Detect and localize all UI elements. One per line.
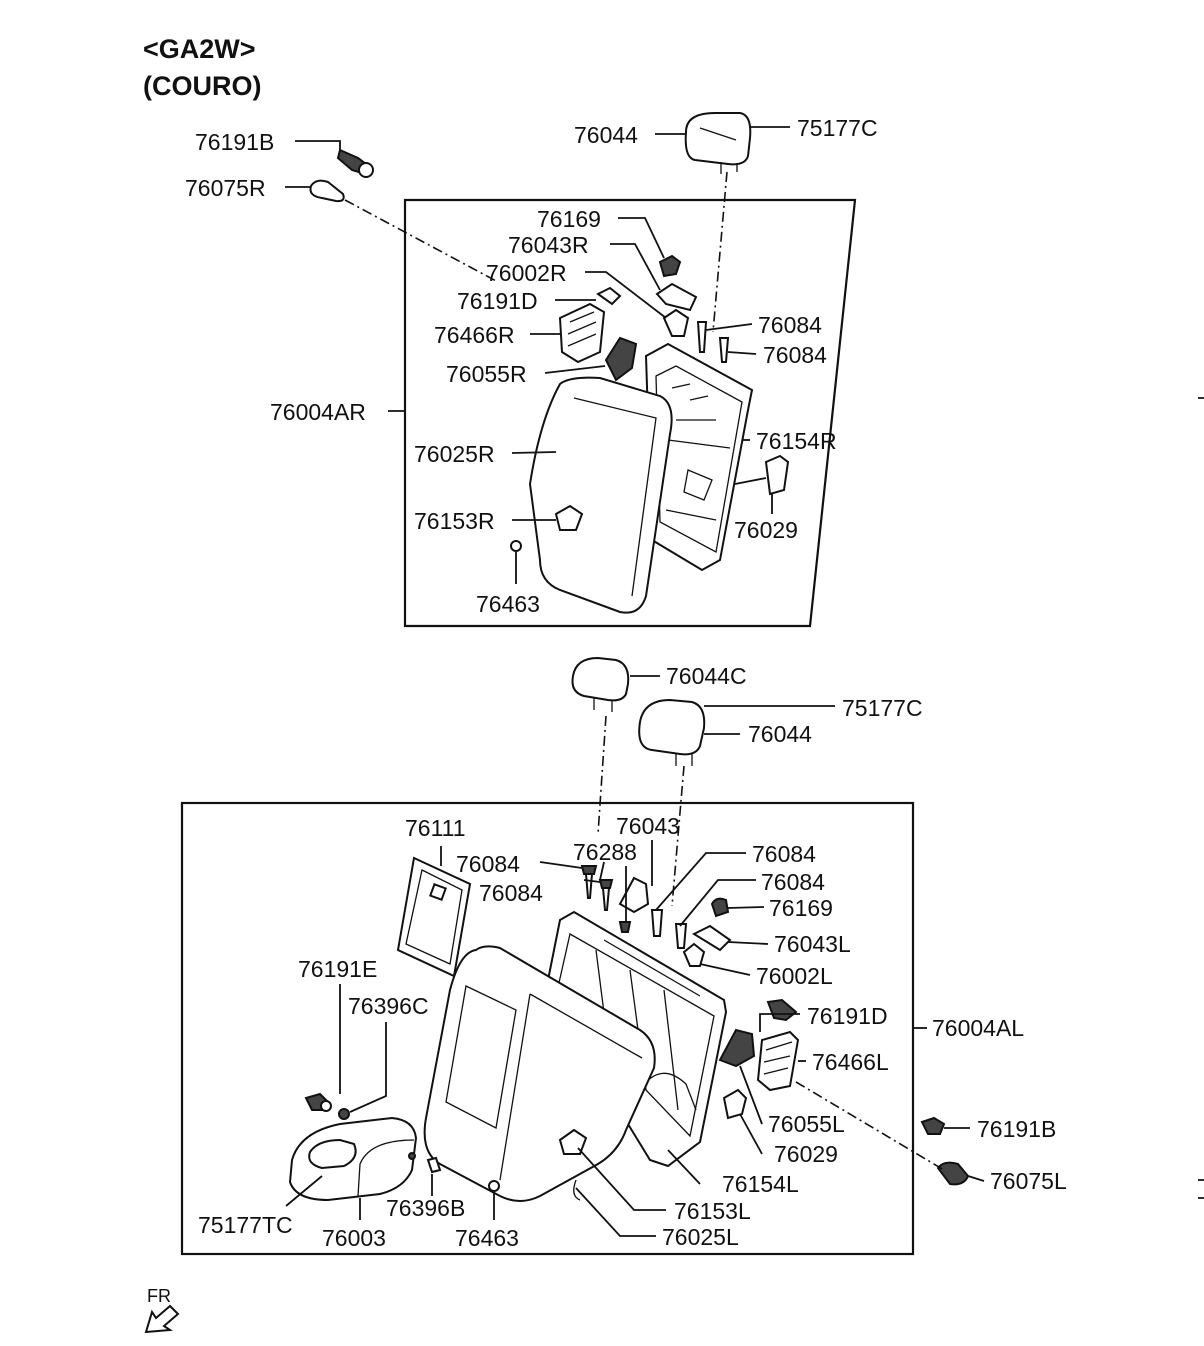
cover-76055r	[604, 336, 638, 382]
armrest-cover-75177tc	[308, 1138, 357, 1170]
bolt-76191d	[596, 286, 622, 306]
guide-76043l	[691, 924, 732, 952]
label-76055l: 76055L	[768, 1111, 845, 1137]
pin-76084-lower-b	[601, 887, 611, 911]
label-76191d: 76191D	[457, 288, 538, 314]
label-76043: 76043	[616, 813, 680, 839]
label-76154r: 76154R	[756, 428, 837, 454]
label-76288: 76288	[573, 839, 637, 865]
label-76003: 76003	[322, 1225, 386, 1251]
label-76075l: 76075L	[990, 1168, 1067, 1194]
label-76044c: 76044C	[666, 663, 747, 689]
label-76466r: 76466R	[434, 322, 515, 348]
label-75177c-lower: 75177C	[842, 695, 923, 721]
seatback-cushion-76025r	[528, 376, 673, 614]
label-76463: 76463	[476, 591, 540, 617]
upper-assembly: 76191B 76075R 76044 75177C 76169 76043R …	[185, 112, 878, 628]
model-code: <GA2W>	[143, 34, 256, 64]
fr-label: FR	[147, 1286, 171, 1306]
plug-76463-lower	[488, 1180, 500, 1192]
cap-76169-lower	[710, 897, 730, 918]
label-76002r: 76002R	[486, 260, 567, 286]
headrest-76044	[684, 112, 752, 166]
label-76029-lower: 76029	[774, 1141, 838, 1167]
label-76191e: 76191E	[298, 956, 377, 982]
pin-76084b	[718, 337, 730, 363]
label-76154l: 76154L	[722, 1171, 799, 1197]
label-76025r: 76025R	[414, 441, 495, 467]
guide-76043	[618, 876, 650, 914]
label-76191b-lower: 76191B	[977, 1116, 1056, 1142]
label-76055r: 76055R	[446, 361, 527, 387]
label-76084-lower-b: 76084	[479, 880, 543, 906]
label-76463-lower: 76463	[455, 1225, 519, 1251]
label-76084-lower-d: 76084	[761, 869, 825, 895]
pin-76084-lower-d	[674, 923, 688, 949]
label-76025l: 76025L	[662, 1224, 739, 1250]
cap-76169	[658, 254, 682, 278]
label-76075r: 76075R	[185, 175, 266, 201]
label-76396b: 76396B	[386, 1195, 465, 1221]
headrest-76044-lower	[638, 698, 706, 756]
label-76084-b: 76084	[763, 342, 827, 368]
bolt-76191b-lower	[920, 1116, 946, 1135]
label-76153l: 76153L	[674, 1198, 751, 1224]
seatback-cushion-76025l	[423, 945, 656, 1202]
guide-76002l	[682, 942, 706, 967]
latch-76466l	[756, 1030, 800, 1092]
label-76043r: 76043R	[508, 232, 589, 258]
guide-76043r	[655, 282, 698, 312]
pad-76029-lower	[722, 1088, 748, 1120]
pin-76084-lower-a	[584, 873, 594, 899]
label-76191b: 76191B	[195, 129, 274, 155]
label-76002l: 76002L	[756, 963, 833, 989]
variant-label: (COURO)	[143, 71, 261, 101]
label-76084-lower-a: 76084	[456, 851, 520, 877]
clip-76075r	[309, 179, 345, 203]
label-76084-a: 76084	[758, 312, 822, 338]
label-76153r: 76153R	[414, 508, 495, 534]
label-76004ar: 76004AR	[270, 399, 366, 425]
plug-76463	[510, 540, 522, 552]
label-76043l: 76043L	[774, 931, 851, 957]
latch-76466r	[558, 302, 606, 364]
label-76169-lower: 76169	[769, 895, 833, 921]
label-76029: 76029	[734, 517, 798, 543]
headrest-76044c	[571, 656, 630, 702]
pad-76029	[764, 454, 790, 496]
label-76396c: 76396C	[348, 993, 429, 1019]
label-76466l: 76466L	[812, 1049, 889, 1075]
seatback-frame-76154r	[644, 342, 754, 572]
pin-76084a	[696, 321, 708, 353]
label-76191d-lower: 76191D	[807, 1003, 888, 1029]
lower-assembly: 76044C 75177C 76044 76111 76043 76084 76…	[180, 656, 1067, 1256]
pin-76288	[618, 921, 632, 933]
label-75177tc: 75177TC	[198, 1212, 293, 1238]
bolt-76191d-lower	[766, 998, 798, 1022]
hook-76153r	[554, 504, 584, 531]
clip-76396b	[426, 1156, 442, 1174]
cap-76396c	[338, 1108, 350, 1120]
guide-76002r	[662, 308, 690, 337]
upper-assembly-frame	[403, 198, 857, 628]
label-76044: 76044	[574, 122, 638, 148]
label-76084-lower-c: 76084	[752, 841, 816, 867]
label-76111: 76111	[405, 815, 466, 841]
label-75177c: 75177C	[797, 115, 878, 141]
pin-76084-lower-c	[650, 909, 664, 937]
hook-76153l	[558, 1128, 588, 1155]
label-76044-lower: 76044	[748, 721, 812, 747]
fr-arrow-icon	[144, 1304, 180, 1334]
label-76004al: 76004AL	[932, 1015, 1024, 1041]
edge-tick-marks	[1198, 397, 1204, 1199]
front-direction-indicator: FR	[144, 1286, 180, 1334]
cover-76055l	[718, 1028, 756, 1068]
label-76169: 76169	[537, 206, 601, 232]
clip-76075l	[936, 1161, 970, 1186]
